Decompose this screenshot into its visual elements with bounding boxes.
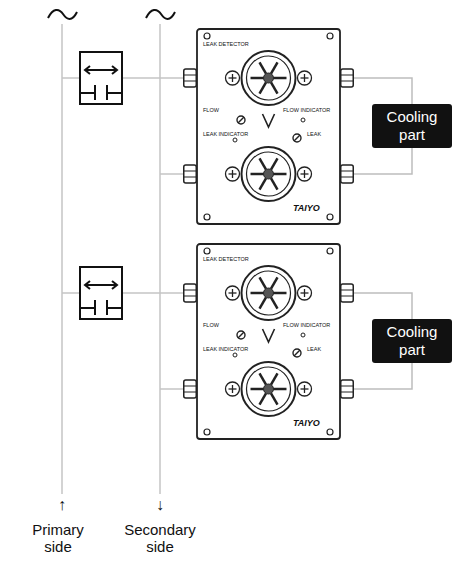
leak-detector: LEAK DETECTOR FLOW FLOW INDICATOR LEAK INDI…	[183, 243, 354, 440]
panel-label: LEAK	[307, 132, 321, 138]
pipe-connector	[354, 363, 412, 389]
side-label: Primary side	[22, 521, 94, 555]
cooling-part-box: Cooling part	[372, 319, 452, 363]
flow-dial	[242, 362, 296, 416]
pipe-fitting	[184, 165, 197, 183]
screw	[298, 71, 312, 85]
panel-label: FLOW INDICATOR	[283, 108, 330, 114]
pipe-connector	[354, 293, 412, 319]
box-label: Cooling part	[376, 108, 448, 144]
panel-label: LEAK DETECTOR	[203, 257, 249, 263]
flow-dial	[242, 51, 296, 105]
pipe-connector	[354, 78, 412, 104]
panel-label: LEAK DETECTOR	[203, 42, 249, 48]
panel-label: FLOW	[203, 323, 219, 329]
panel-label: LEAK	[307, 347, 321, 353]
panel-label: FLOW	[203, 108, 219, 114]
cooling-part-box: Cooling part	[372, 104, 452, 148]
pipe-fitting	[341, 284, 354, 302]
screw	[226, 71, 240, 85]
supply-symbol	[146, 10, 175, 19]
pipe-connector	[354, 148, 412, 174]
pipe-fitting	[341, 165, 354, 183]
direction-mark	[263, 114, 275, 127]
flow-arrow: ↑	[50, 496, 74, 513]
pipe-fitting	[341, 380, 354, 398]
pipe-fitting	[184, 380, 197, 398]
detector-plate	[197, 244, 340, 439]
valve-symbol	[80, 267, 122, 319]
panel-label: FLOW INDICATOR	[283, 323, 330, 329]
pipe-fitting	[341, 69, 354, 87]
side-label: Secondary side	[114, 521, 206, 555]
panel-label: LEAK INDICATOR	[203, 347, 248, 353]
screw	[226, 382, 240, 396]
pipe-fitting	[184, 284, 197, 302]
screw	[298, 382, 312, 396]
screw	[226, 167, 240, 181]
secondary-pipe	[159, 24, 161, 494]
screw	[226, 286, 240, 300]
valve-symbol	[80, 52, 122, 104]
detector-plate	[197, 29, 340, 224]
flow-dial	[242, 266, 296, 320]
leak-detector: LEAK DETECTOR FLOW FLOW INDICATOR LEAK INDI…	[183, 28, 354, 225]
box-label: Cooling part	[376, 323, 448, 359]
outlet-pipe	[160, 388, 184, 390]
panel-label: LEAK INDICATOR	[203, 132, 248, 138]
screw	[298, 286, 312, 300]
flow-dial	[242, 147, 296, 201]
adjust-screw	[237, 116, 245, 124]
screw	[298, 167, 312, 181]
outlet-pipe	[160, 173, 184, 175]
primary-pipe	[61, 24, 63, 494]
flow-arrow: ↓	[148, 496, 172, 513]
pipe-fitting	[184, 69, 197, 87]
adjust-screw	[237, 331, 245, 339]
brand-name: TAIYO	[293, 419, 320, 428]
adjust-screw	[293, 134, 301, 142]
supply-symbol	[48, 10, 77, 19]
adjust-screw	[293, 349, 301, 357]
detector-illustration	[183, 28, 354, 225]
brand-name: TAIYO	[293, 204, 320, 213]
direction-mark	[263, 329, 275, 342]
detector-illustration	[183, 243, 354, 440]
